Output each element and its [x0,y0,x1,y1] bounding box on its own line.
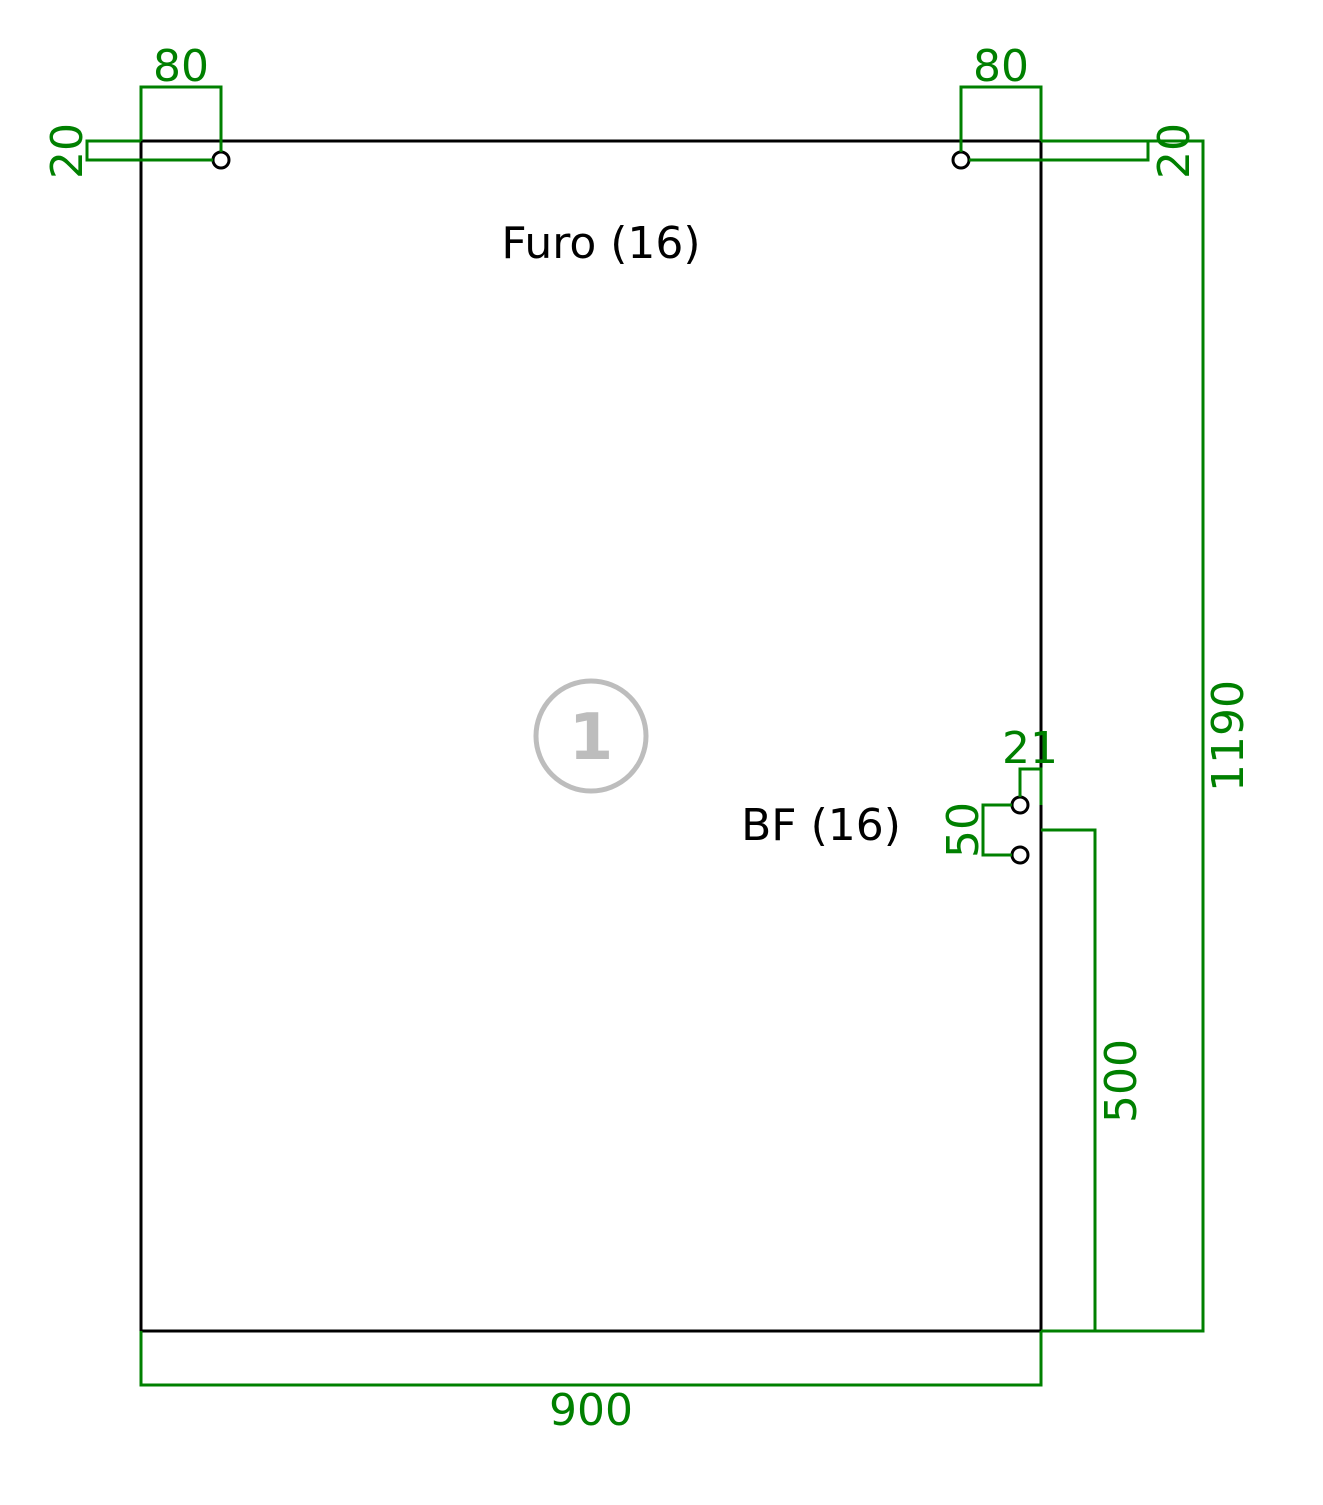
dim-line-top-right-x [959,85,1043,152]
top-right-hole [951,150,971,170]
dim-line-top-left-y [85,139,213,162]
dim-line-side-inset [1018,767,1043,805]
top-left-hole [211,150,231,170]
dim-text-top-left-x: 80 [153,41,209,92]
dim-text-top-left-y: 20 [42,123,93,179]
piece-number-badge: 1 [533,678,649,794]
dim-text-top-right-x: 80 [973,41,1029,92]
dim-line-top-right-y [969,139,1150,162]
label-side-holes: BF (16) [741,800,901,851]
dim-text-top-right-y: 20 [1149,123,1200,179]
dim-text-side-spacing: 50 [938,802,989,858]
panel-outline [139,139,1043,1333]
dim-line-side-spacing [981,803,1012,857]
dim-line-width [139,1331,1043,1387]
dim-text-width: 900 [549,1385,633,1436]
dim-line-height [1041,139,1205,1333]
label-top-holes: Furo (16) [501,218,700,269]
dim-text-height: 1190 [1203,680,1254,792]
piece-number-circle [533,678,649,794]
dim-line-side-from-bottom [1041,828,1097,1333]
dim-text-side-from-bottom: 500 [1096,1039,1147,1123]
piece-number-text: 1 [569,701,614,775]
dim-line-top-left-x [139,85,223,152]
dim-text-side-inset: 21 [1002,723,1058,774]
side-hole-upper [1010,795,1030,815]
side-hole-lower [1010,845,1030,865]
